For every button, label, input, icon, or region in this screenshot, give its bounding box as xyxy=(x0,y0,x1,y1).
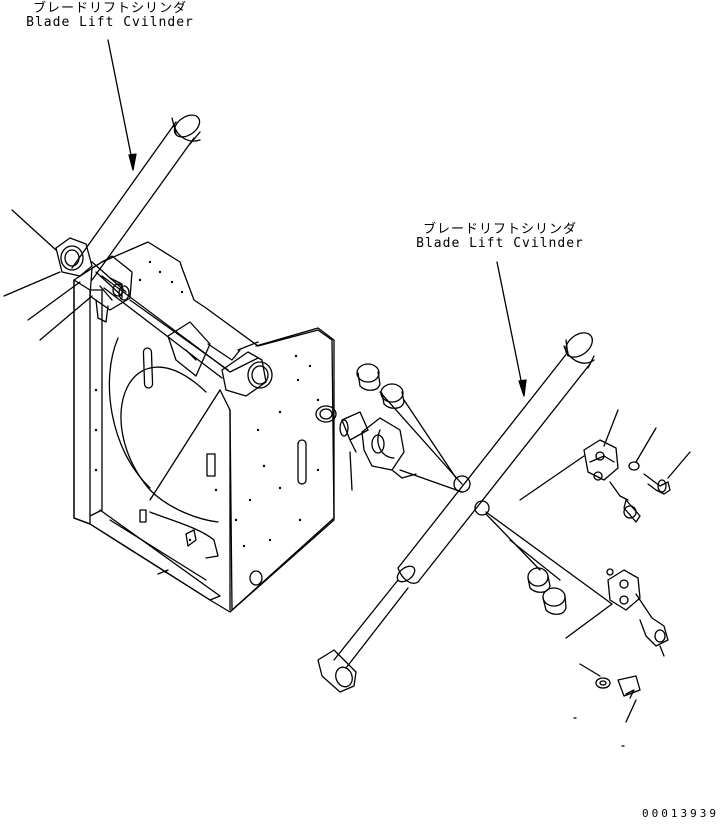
blade-lift-cylinder-mounted xyxy=(55,114,201,301)
callout-jp-text: ブレードリフトシリンダ xyxy=(422,222,577,237)
callout-label-right: ブレードリフトシリンダ Blade Lift Cvilnder xyxy=(405,222,595,252)
callout-en-text: Blade Lift Cvilnder xyxy=(26,15,194,31)
callout-en-text: Blade Lift Cvilnder xyxy=(416,236,584,252)
leader-line-right xyxy=(496,261,527,397)
callout-label-top-left: ブレードリフトシリンダ Blade Lift Cvilnder xyxy=(20,1,200,31)
reference-leaders-left xyxy=(3,209,93,341)
trunnion-parts xyxy=(315,363,613,615)
blade-lift-cylinder-exploded xyxy=(317,332,595,693)
cap-assembly-upper xyxy=(519,409,691,523)
frame-assembly xyxy=(73,241,335,613)
callout-jp-text: ブレードリフトシリンダ xyxy=(32,1,187,16)
cap-assembly-lower xyxy=(565,568,669,747)
drawing-number: 00013939 xyxy=(642,807,719,820)
leader-line-top xyxy=(107,39,137,171)
